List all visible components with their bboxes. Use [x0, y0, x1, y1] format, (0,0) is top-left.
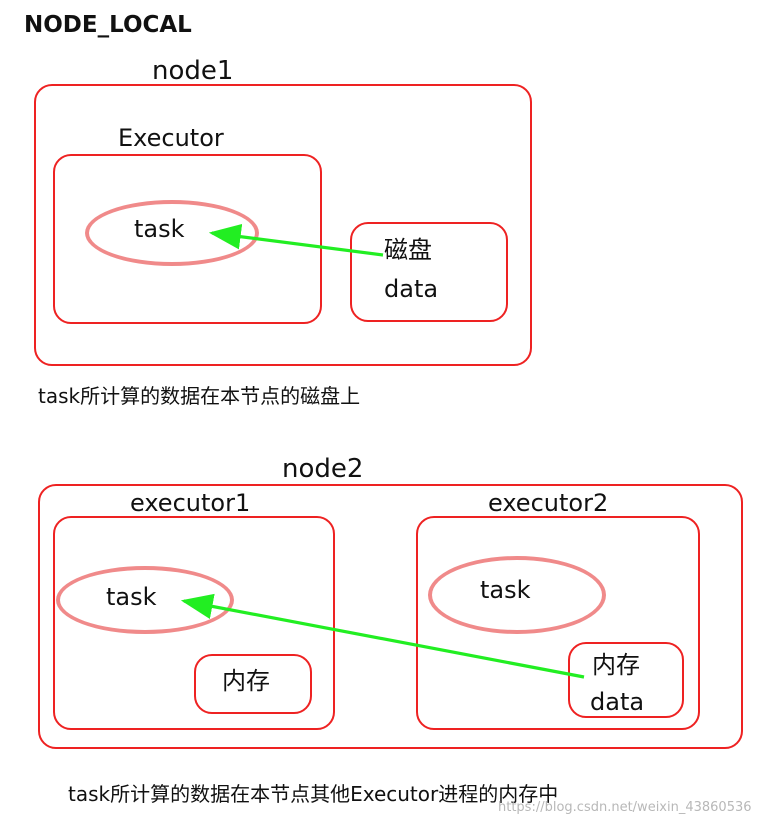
executor2-task-label: task	[480, 576, 531, 604]
executor2-data-label: data	[590, 688, 645, 716]
disk-box	[350, 222, 508, 322]
executor1-task-label: task	[106, 583, 157, 611]
disk-data-label: data	[384, 275, 439, 303]
node1-box	[34, 84, 532, 366]
watermark: https://blog.csdn.net/weixin_43860536	[498, 800, 752, 815]
node2-label: node2	[282, 454, 364, 484]
executor2-label: executor2	[488, 489, 609, 517]
node1-caption: task所计算的数据在本节点的磁盘上	[38, 384, 361, 408]
executor1-memory-label: 内存	[222, 667, 270, 695]
node2-box	[38, 484, 743, 749]
executor-label: Executor	[118, 124, 224, 152]
disk-label: 磁盘	[384, 236, 432, 264]
node2-caption: task所计算的数据在本节点其他Executor进程的内存中	[68, 782, 559, 806]
executor2-memory-label: 内存	[592, 651, 640, 679]
executor2-memory-box	[568, 642, 684, 718]
executor1-label: executor1	[130, 489, 251, 517]
diagram-title: NODE_LOCAL	[24, 12, 192, 38]
task-label: task	[134, 215, 185, 243]
node1-label: node1	[152, 56, 234, 86]
